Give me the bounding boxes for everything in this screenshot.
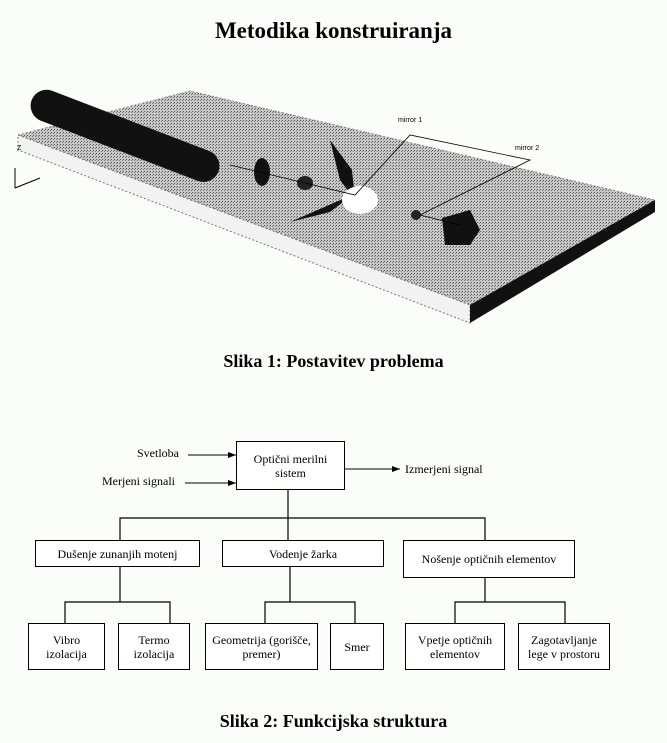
function-box-beam-guidance: Vodenje žarka: [222, 540, 384, 567]
subfunction-box: Smer: [330, 623, 384, 670]
output-signal-label: Izmerjeni signal: [405, 462, 483, 476]
function-box-damping: Dušenje zunanjih motenj: [35, 540, 200, 567]
subfunction-box: Vibro izolacija: [28, 623, 105, 670]
optical-table-side: [470, 200, 655, 323]
figure-2-caption: Slika 2: Funkcijska struktura: [219, 711, 448, 731]
input-signals-label: Merjeni signali: [102, 474, 175, 488]
subfunction-box: Vpetje optičnih elementov: [405, 623, 505, 670]
input-light-label: Svetloba: [137, 446, 179, 460]
mirror-element: [290, 195, 352, 222]
axis-x-arrow: [14, 177, 41, 189]
mirror-2-label: mirror 2: [515, 145, 539, 152]
axis-z-label: Z: [17, 145, 22, 152]
small-lens: [411, 210, 421, 220]
subfunction-box: Geometrija (gorišče, premer): [205, 623, 318, 670]
page-title: Metodika konstruiranja: [214, 18, 453, 43]
subfunction-box: Zagotavljanje lege v prostoru: [518, 623, 610, 670]
figure-1-optical-table-render: mirror 1 mirror 2 Z: [14, 89, 657, 324]
mirror-1-label: mirror 1: [398, 117, 422, 124]
function-box-element-support: Nošenje optičnih elementov: [403, 540, 575, 578]
lens-1: [254, 158, 270, 186]
detector-block: [442, 210, 480, 245]
root-box: Optični merilni sistem: [236, 441, 345, 490]
laser-beam: [229, 134, 532, 226]
figure-1-caption: Slika 1: Postavitev problema: [223, 351, 444, 371]
beam-splitter: [330, 140, 355, 200]
focus-spot: [342, 186, 378, 214]
subfunction-box: Termo izolacija: [118, 623, 190, 670]
laser-cylinder: [30, 89, 220, 182]
